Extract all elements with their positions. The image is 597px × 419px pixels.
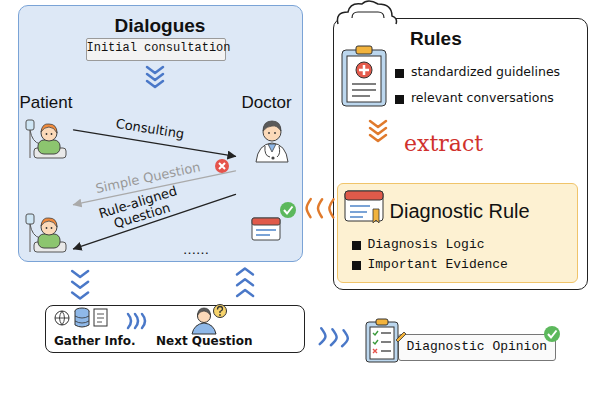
bullet-item: Important Evidence xyxy=(352,258,568,273)
process-box: Gather Info. Next Question xyxy=(45,305,305,353)
output-box: Diagnostic Opinion xyxy=(398,334,556,361)
box-label: Diagnostic Opinion xyxy=(399,340,547,355)
actor-lane: Patient xyxy=(18,93,74,263)
ellipsis-note: …… xyxy=(183,243,209,257)
highlight-box: Diagnostic RuleDiagnosis LogicImportant … xyxy=(337,183,578,283)
actor-lane: Doctor xyxy=(236,93,300,205)
action-label: extract xyxy=(404,131,504,156)
chevron-arrow xyxy=(307,199,334,217)
bullet-item: Diagnosis Logic xyxy=(352,238,568,253)
group-panel: Rulesstandardized guidelinesrelevant con… xyxy=(333,18,588,290)
step-label: Next Question xyxy=(156,335,266,349)
chevron-arrow xyxy=(320,328,348,346)
box-heading: Diagnostic Rule xyxy=(390,200,570,223)
chevron-arrow xyxy=(237,268,253,296)
step-label: Gather Info. xyxy=(54,335,149,349)
bullet-item: relevant conversations xyxy=(395,91,597,105)
process-box: Initial consultation xyxy=(86,38,226,61)
panel-title: Dialogues xyxy=(19,15,301,37)
panel-title: Rules xyxy=(410,28,490,50)
box-label: Initial consultation xyxy=(87,42,224,56)
chevron-arrow xyxy=(72,271,88,299)
actor-name: Patient xyxy=(20,93,74,113)
bullet-item: standardized guidelines xyxy=(395,65,597,79)
actor-name: Doctor xyxy=(242,93,300,113)
